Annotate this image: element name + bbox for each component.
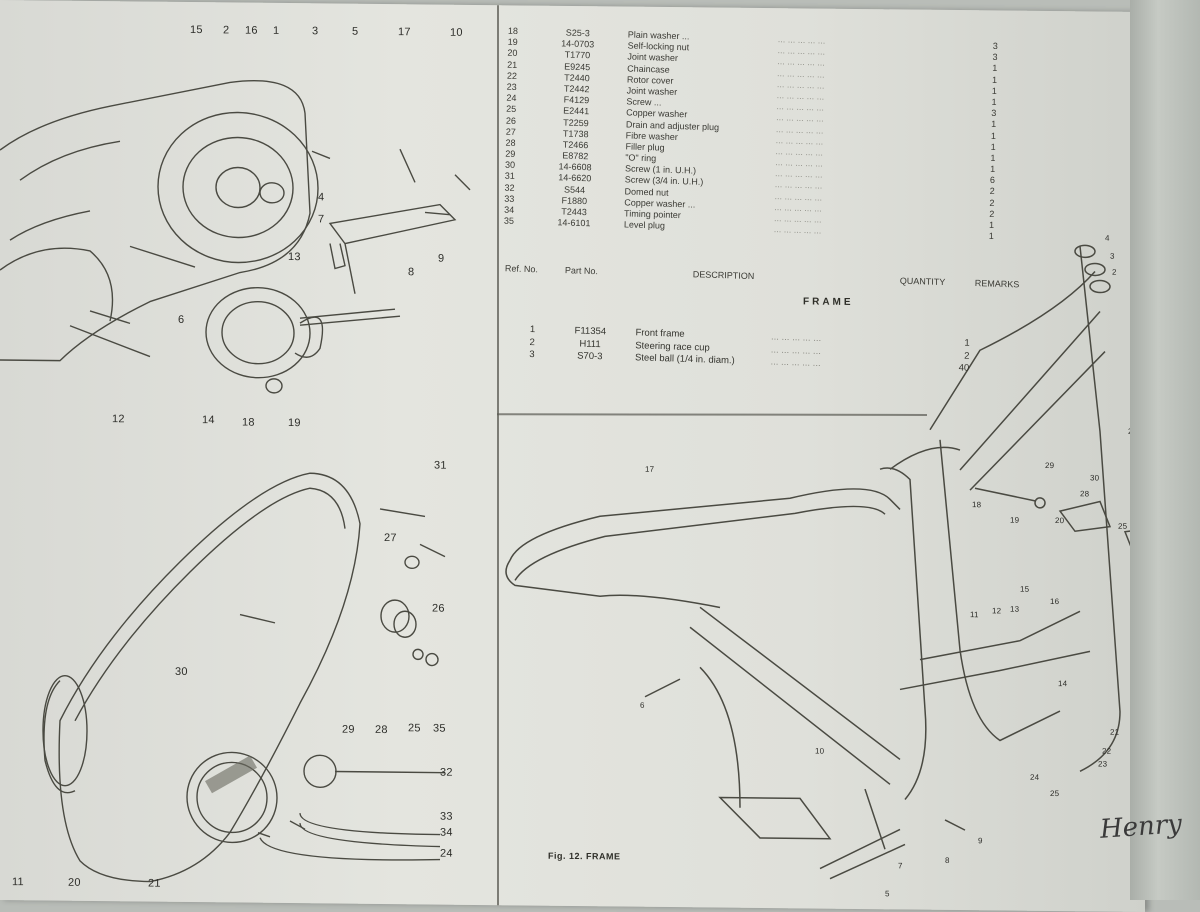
quantity: 40 [958, 362, 970, 374]
callout-label: 24 [1030, 772, 1040, 782]
callout-label: 30 [1090, 473, 1100, 483]
callout-label: 19 [288, 417, 301, 430]
section-title: FRAME [803, 296, 854, 308]
header-quantity: QUANTITY [899, 275, 946, 288]
callout-label: 11 [12, 876, 24, 889]
callout-label: 27 [384, 532, 397, 545]
callout-label: 21 [1110, 727, 1120, 737]
callout-label: 20 [68, 876, 81, 889]
callout-label: 18 [242, 416, 255, 429]
callout-label: 20 [1055, 516, 1065, 526]
callout-label: 10 [450, 26, 463, 39]
quantity: 1 [988, 231, 994, 242]
callout-label: 23 [1098, 759, 1108, 769]
header-ref: Ref. No. [504, 263, 539, 275]
callout-label: 30 [175, 665, 188, 678]
callout-label: 25 [1050, 788, 1060, 799]
callout-label: 9 [978, 836, 983, 846]
callout-label: 7 [318, 213, 325, 226]
callout-label: 12 [992, 606, 1002, 616]
callout-label: 9 [438, 252, 445, 265]
callout-label: 15 [190, 23, 203, 37]
handwritten-note: Henry [1099, 809, 1183, 845]
callout-label: 25 [1118, 521, 1128, 531]
header-remarks: REMARKS [974, 278, 1020, 290]
callout-label: 28 [375, 723, 388, 737]
callout-label: 13 [1010, 604, 1020, 614]
exploded-diagram-art [0, 79, 1145, 883]
callout-label: 11 [970, 610, 979, 620]
callout-label: 6 [178, 313, 185, 326]
callout-label: 10 [815, 746, 825, 756]
callout-label: 1 [273, 24, 280, 37]
callout-label: 14 [202, 414, 215, 427]
callout-label: 26 [432, 602, 445, 615]
callout-label: 25 [408, 722, 421, 735]
callout-label: 8 [945, 855, 950, 865]
callout-label: 34 [440, 826, 453, 839]
callout-label: 8 [408, 266, 415, 279]
callout-label: 12 [112, 413, 125, 426]
callout-label: 2 [223, 24, 230, 37]
callout-label: 33 [440, 810, 453, 823]
figure-caption: Fig. 12. FRAME [548, 850, 621, 862]
callout-label: 31 [434, 459, 447, 472]
quantity: 1 [964, 337, 970, 349]
callout-label: 19 [1010, 515, 1020, 525]
callout-label: 3 [1110, 251, 1115, 261]
callout-label: 29 [342, 723, 355, 736]
callout-label: 7 [898, 861, 903, 871]
callout-label: 13 [288, 251, 301, 264]
ref-number: 3 [529, 348, 535, 361]
header-description: DESCRIPTION [692, 269, 755, 282]
callout-label: 15 [1020, 584, 1030, 594]
callout-label: 2 [1112, 267, 1117, 277]
callout-label: 32 [440, 766, 453, 779]
callout-label: 24 [440, 847, 453, 860]
quantity: 2 [964, 350, 970, 362]
manual-page: 15 2 16 1 3 5 17 10 4 7 9 8 13 6 12 14 1… [0, 0, 1157, 912]
callout-label: 3 [312, 25, 319, 38]
ref-number: 1 [529, 323, 536, 336]
ref-number: 2 [529, 336, 536, 348]
callout-label: 29 [1045, 460, 1055, 471]
callout-label: 5 [352, 25, 359, 38]
callout-label: 6 [640, 700, 645, 710]
callout-label: 16 [1050, 596, 1060, 607]
background-wrap [1130, 0, 1200, 900]
callout-label: 17 [398, 26, 411, 39]
callout-label: 4 [1105, 233, 1110, 243]
header-part: Part No. [564, 265, 598, 277]
callout-label: 21 [148, 877, 161, 890]
callout-label: 35 [433, 722, 446, 735]
callout-label: 17 [645, 464, 655, 474]
callout-label: 14 [1058, 679, 1068, 689]
ref-number: 35 [503, 215, 515, 227]
callout-label: 28 [1080, 489, 1090, 499]
callout-label: 16 [245, 24, 258, 37]
callout-label: 22 [1102, 746, 1112, 756]
callout-label: 18 [972, 500, 982, 510]
callout-label: 5 [885, 889, 890, 899]
callout-label: 4 [318, 191, 325, 204]
